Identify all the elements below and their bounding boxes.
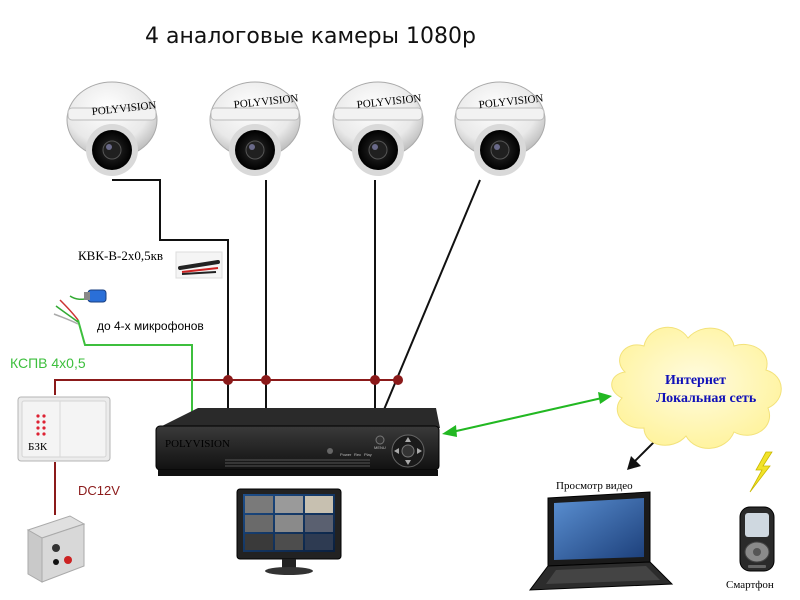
network-link: [442, 392, 612, 437]
smartphone: [739, 506, 775, 572]
cable-sample-image: [175, 251, 223, 279]
monitor: [236, 488, 342, 575]
camera-4-cable: [382, 179, 481, 413]
dvr-recorder: [155, 408, 440, 476]
power-bus: [54, 379, 398, 395]
coax-cables: [112, 179, 481, 413]
dome-camera-2: [209, 81, 301, 176]
arrowhead-right: [598, 392, 612, 404]
view-video-label: Просмотр видео: [556, 480, 633, 492]
internet-cloud: [611, 326, 782, 449]
junction-dot: [370, 375, 380, 385]
arrowhead-down: [627, 456, 641, 470]
microphone-icon: [53, 289, 107, 325]
kspv-label: КСПВ 4х0,5: [10, 355, 86, 371]
laptop: [528, 491, 674, 591]
cloud-line-internet: Интернет: [665, 373, 726, 388]
power-cables: [54, 379, 398, 515]
junction-points: [223, 375, 403, 385]
dome-camera-3: [332, 81, 424, 176]
microphone-line: [77, 319, 193, 415]
smartphone-label: Смартфон: [726, 579, 774, 591]
dvr-button-play: Play: [364, 452, 372, 457]
dome-camera-4: [454, 81, 546, 176]
diagram-title: 4 аналоговые камеры 1080p: [145, 24, 476, 49]
power-supply-box: [17, 396, 111, 462]
audio-cables: [77, 319, 193, 415]
cable-label: КВК-В-2х0,5кв: [78, 248, 163, 263]
dvr-cloud-arrow: [451, 397, 603, 433]
junction-dot: [261, 375, 271, 385]
dvr-brand: POLYVISION: [165, 438, 230, 450]
power-label: DC12V: [78, 483, 120, 498]
camera-1-cable: [112, 179, 229, 410]
junction-dot: [223, 375, 233, 385]
dvr-button-menu: MENU: [374, 445, 386, 450]
microphones-label: до 4-х микрофонов: [97, 319, 204, 333]
psu-badge: БЗК: [28, 441, 48, 453]
power-adapter: [26, 515, 86, 583]
lightning-icon: [749, 451, 773, 493]
junction-dot: [393, 375, 403, 385]
dvr-button-rec: Rec: [354, 452, 361, 457]
dvr-button-power: Power: [340, 452, 352, 457]
cloud-line-local-network: Локальная сеть: [656, 391, 757, 406]
dome-camera-1: [66, 81, 158, 176]
arrowhead-left: [442, 425, 457, 437]
